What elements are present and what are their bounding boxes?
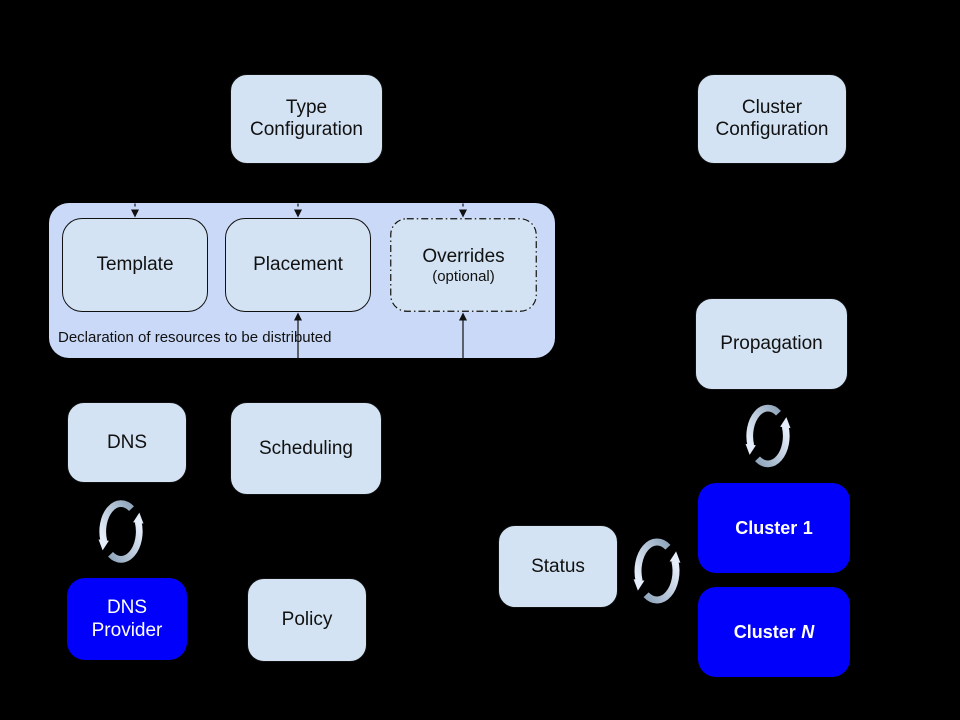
node-status: Status	[498, 525, 618, 608]
node-policy: Policy	[247, 578, 367, 662]
node-label: Scheduling	[258, 437, 354, 459]
node-placement: Placement	[225, 218, 371, 312]
propagation-cluster-sync-icon	[743, 400, 793, 472]
dns-sync-icon	[96, 496, 146, 567]
node-label: DNS	[106, 431, 148, 453]
node-sublabel: (optional)	[432, 267, 495, 285]
node-label: Propagation	[720, 333, 823, 354]
node-label: Type Configuration	[249, 97, 364, 140]
group-caption: Declaration of resources to be distribut…	[58, 329, 332, 346]
node-cluster-configuration: Cluster Configuration	[697, 74, 847, 164]
node-propagation: Propagation	[695, 298, 848, 390]
node-label: Placement	[253, 254, 343, 275]
dash-dot-border	[390, 218, 537, 312]
node-label: Policy	[281, 609, 333, 630]
node-type-configuration: Type Configuration	[230, 74, 383, 164]
node-dns: DNS	[67, 402, 187, 483]
node-scheduling: Scheduling	[230, 402, 382, 495]
node-label: DNS Provider	[91, 597, 163, 641]
node-template: Template	[62, 218, 208, 312]
node-label: Status	[531, 555, 585, 577]
node-overrides: Overrides (optional)	[390, 218, 537, 312]
node-dns-provider: DNS Provider	[67, 578, 187, 660]
node-label: Template	[96, 254, 174, 275]
status-cluster-sync-icon	[631, 535, 683, 607]
node-label: Cluster Configuration	[715, 97, 829, 140]
resource-declaration-group: Template Placement Overrides (optional) …	[49, 203, 555, 358]
node-label: Overrides	[422, 245, 505, 267]
